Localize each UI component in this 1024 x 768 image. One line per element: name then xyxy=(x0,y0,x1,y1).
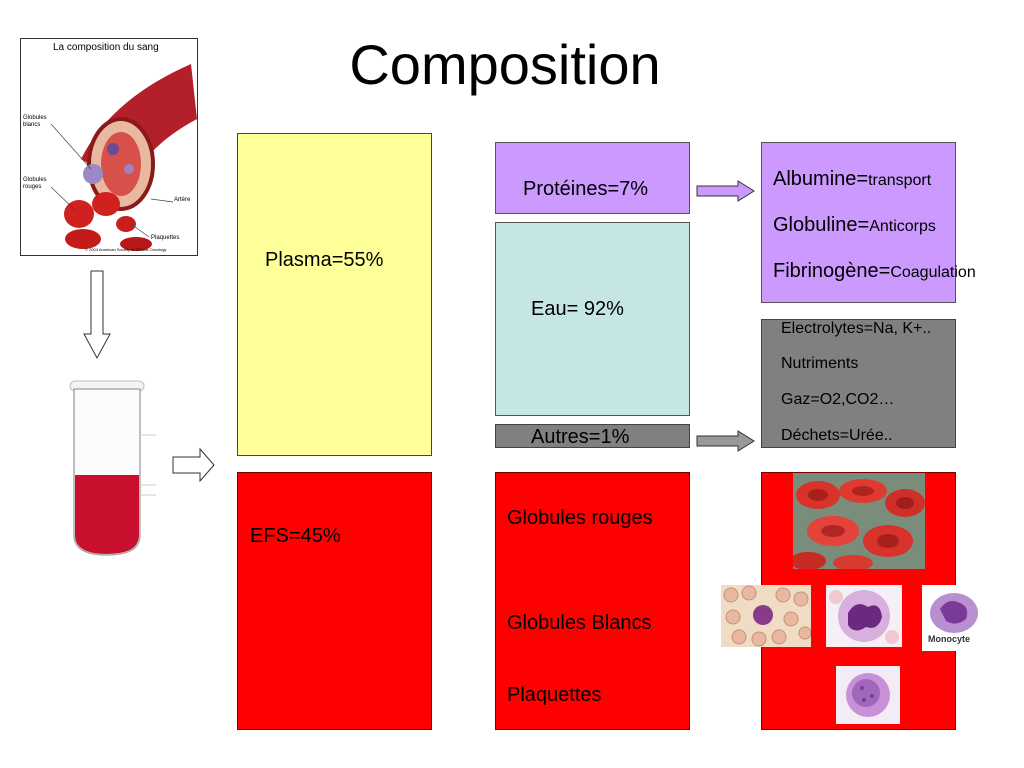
monocyte-image xyxy=(922,585,986,651)
plasma-box: Plasma=55% xyxy=(237,133,432,456)
proteines-label: Protéines=7% xyxy=(523,178,649,200)
label-artere: Artère xyxy=(174,197,191,203)
test-tube-icon xyxy=(69,380,156,556)
efs-label: EFS=45% xyxy=(250,525,341,547)
down-arrow-icon xyxy=(83,270,111,360)
blood-composition-illustration: La composition du sang Globules blancs G… xyxy=(20,38,198,256)
cell-globules-rouges: Globules rouges xyxy=(507,507,653,529)
proteines-arrow-icon xyxy=(696,180,755,202)
cell-globules-blancs: Globules Blancs xyxy=(507,612,652,634)
blood-smear-image xyxy=(721,585,811,647)
proteines-box: Protéines=7% xyxy=(495,142,690,214)
red-blood-cells-image xyxy=(793,473,925,569)
illustration-title: La composition du sang xyxy=(53,42,159,53)
protein-globuline: Globuline=Anticorps xyxy=(773,214,936,236)
monocyte-label: Monocyte xyxy=(928,634,971,644)
other-electrolytes: Electrolytes=Na, K+.. xyxy=(781,320,932,337)
autres-label: Autres=1% xyxy=(531,426,630,448)
eau-label: Eau= 92% xyxy=(531,298,624,320)
others-detail-box: Electrolytes=Na, K+.. Nutriments Gaz=O2,… xyxy=(761,319,956,448)
label-plaquettes: Plaquettes xyxy=(151,235,180,241)
protein-fibrinogene: Fibrinogène=Coagulation xyxy=(773,260,976,282)
autres-arrow-icon xyxy=(696,430,755,452)
platelet-image xyxy=(836,666,900,724)
autres-box: Autres=1% xyxy=(495,424,690,448)
cell-plaquettes: Plaquettes xyxy=(507,684,602,706)
label-globules-blancs: Globules blancs xyxy=(23,115,47,128)
other-dechets: Déchets=Urée.. xyxy=(781,427,893,444)
artery-drawing xyxy=(50,64,197,251)
protein-albumine: Albumine=transport xyxy=(773,168,932,190)
cells-box: Globules rouges Globules Blancs Plaquett… xyxy=(495,472,690,730)
neutrophil-image xyxy=(826,585,902,647)
efs-box: EFS=45% xyxy=(237,472,432,730)
plasma-label: Plasma=55% xyxy=(265,249,384,271)
proteins-detail-box: Albumine=transport Globuline=Anticorps F… xyxy=(761,142,976,303)
right-arrow-icon xyxy=(172,447,215,483)
other-nutriments: Nutriments xyxy=(781,355,859,372)
other-gaz: Gaz=O2,CO2… xyxy=(781,391,895,408)
illustration-copyright: © 2004 American Society of Clinical Onco… xyxy=(85,247,167,252)
label-globules-rouges: Globules rouges xyxy=(23,177,47,190)
page-title: Composition xyxy=(349,33,661,96)
eau-box: Eau= 92% xyxy=(495,222,690,416)
